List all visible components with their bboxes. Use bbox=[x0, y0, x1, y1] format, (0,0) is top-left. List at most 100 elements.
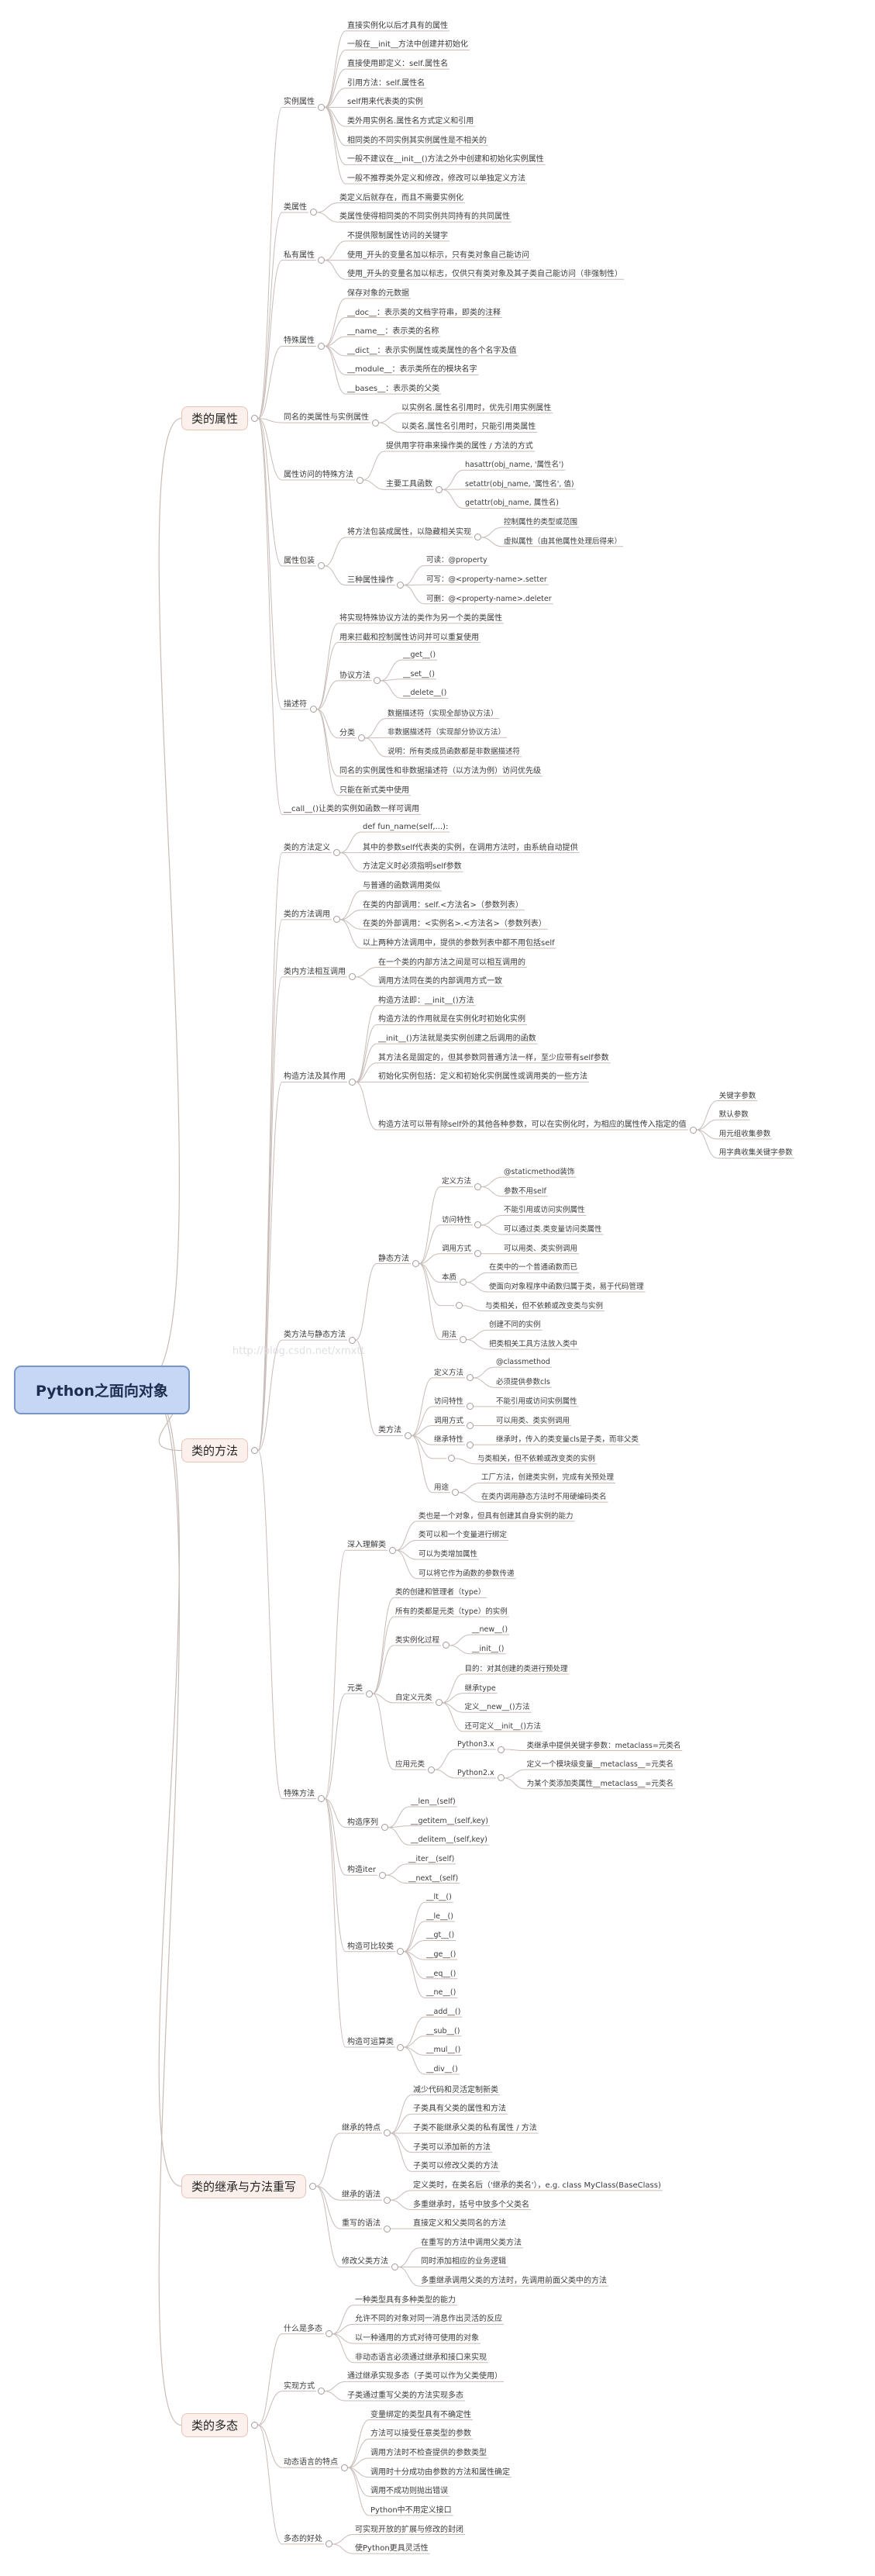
collapse-toggle-icon[interactable] bbox=[397, 582, 405, 589]
collapse-toggle-icon[interactable] bbox=[497, 1774, 505, 1782]
topic-node: 描述符 bbox=[284, 699, 308, 709]
collapse-toggle-icon[interactable] bbox=[318, 1795, 326, 1803]
topic-node: 多态的好处 bbox=[284, 2534, 323, 2543]
topic-node: 关键字参数 bbox=[718, 1091, 756, 1100]
collapse-toggle-icon[interactable] bbox=[405, 1431, 412, 1439]
collapse-toggle-icon[interactable] bbox=[467, 1374, 474, 1382]
collapse-toggle-icon[interactable] bbox=[384, 2225, 391, 2232]
topic-node: 目的：对其创建的类进行预处理 bbox=[464, 1664, 568, 1673]
topic-node: 应用元类 bbox=[395, 1760, 425, 1770]
branch-node: 类的属性 bbox=[181, 406, 249, 431]
collapse-toggle-icon[interactable] bbox=[474, 534, 482, 541]
topic-node: 为某个类添加类属性__metaclass__=元类名 bbox=[526, 1779, 673, 1788]
collapse-toggle-icon[interactable] bbox=[357, 476, 364, 484]
topic-node: 在类内调用静态方法时不用硬编码类名 bbox=[481, 1493, 607, 1502]
collapse-toggle-icon[interactable] bbox=[318, 2388, 326, 2395]
topic-node: 调用方法同在类的内部调用方式一致 bbox=[378, 977, 503, 986]
topic-node: 什么是多态 bbox=[284, 2324, 323, 2333]
topic-node: 继承的特点 bbox=[342, 2123, 381, 2132]
collapse-toggle-icon[interactable] bbox=[397, 1948, 405, 1956]
collapse-toggle-icon[interactable] bbox=[326, 2540, 333, 2548]
topic-node: 以上两种方法调用中，提供的参数列表中都不用包括self bbox=[363, 938, 555, 948]
collapse-toggle-icon[interactable] bbox=[349, 1336, 357, 1344]
collapse-toggle-icon[interactable] bbox=[366, 1690, 374, 1697]
collapse-toggle-icon[interactable] bbox=[436, 485, 443, 493]
topic-node: 必须提供参数cls bbox=[496, 1378, 550, 1387]
topic-node: 用法 bbox=[442, 1330, 457, 1339]
collapse-toggle-icon[interactable] bbox=[384, 2129, 391, 2137]
collapse-toggle-icon[interactable] bbox=[460, 1279, 467, 1286]
topic-node: 方法定义时必须指明self参数 bbox=[363, 862, 462, 872]
topic-node: 以类名.属性名引用时，只能引用类属性 bbox=[401, 423, 536, 432]
topic-node: 类方法与静态方法 bbox=[284, 1331, 346, 1340]
topic-node: 初始化实例包括：定义和初始化实例属性或调用类的一些方法 bbox=[378, 1072, 588, 1082]
topic-node: 构造方法及其作用 bbox=[284, 1072, 346, 1082]
topic-node: 使用_开头的变量名加以标示，只有类对象自己能访问 bbox=[347, 250, 530, 260]
collapse-toggle-icon[interactable] bbox=[689, 1126, 697, 1134]
collapse-toggle-icon[interactable] bbox=[467, 1422, 474, 1430]
collapse-toggle-icon[interactable] bbox=[474, 1250, 482, 1258]
collapse-toggle-icon[interactable] bbox=[310, 706, 318, 713]
collapse-toggle-icon[interactable] bbox=[251, 2421, 259, 2429]
topic-node: 工厂方法，创建类实例，完成有关预处理 bbox=[481, 1473, 615, 1483]
collapse-toggle-icon[interactable] bbox=[318, 257, 326, 264]
collapse-toggle-icon[interactable] bbox=[384, 2196, 391, 2204]
topic-node: 特殊方法 bbox=[284, 1789, 315, 1798]
topic-node: 类方法 bbox=[378, 1426, 402, 1435]
topic-node: 类属性 bbox=[284, 202, 308, 212]
topic-node: @staticmethod装饰 bbox=[504, 1168, 575, 1177]
collapse-toggle-icon[interactable] bbox=[326, 2330, 333, 2338]
topic-node: 访问特性 bbox=[442, 1215, 472, 1224]
topic-node: 可以为类增加属性 bbox=[419, 1550, 478, 1559]
collapse-toggle-icon[interactable] bbox=[381, 1824, 389, 1832]
collapse-toggle-icon[interactable] bbox=[412, 1260, 420, 1268]
collapse-toggle-icon[interactable] bbox=[374, 677, 381, 685]
collapse-toggle-icon[interactable] bbox=[397, 2043, 405, 2051]
collapse-toggle-icon[interactable] bbox=[391, 2263, 399, 2270]
topic-node: 方法可以接受任意类型的参数 bbox=[370, 2429, 472, 2439]
collapse-toggle-icon[interactable] bbox=[467, 1441, 474, 1449]
collapse-toggle-icon[interactable] bbox=[318, 103, 326, 111]
collapse-toggle-icon[interactable] bbox=[460, 1336, 467, 1344]
collapse-toggle-icon[interactable] bbox=[318, 342, 326, 350]
collapse-toggle-icon[interactable] bbox=[333, 916, 341, 924]
watermark: http://blog.csdn.net/xmxtt bbox=[233, 1345, 365, 1357]
topic-node: 构造iter bbox=[347, 1866, 376, 1875]
collapse-toggle-icon[interactable] bbox=[372, 419, 380, 426]
topic-node: 类实例化过程 bbox=[395, 1635, 440, 1645]
collapse-toggle-icon[interactable] bbox=[497, 1746, 505, 1753]
collapse-toggle-icon[interactable] bbox=[467, 1403, 474, 1411]
collapse-toggle-icon[interactable] bbox=[435, 1699, 443, 1707]
topic-node: 在重写的方法中调用父类方法 bbox=[421, 2238, 522, 2247]
collapse-toggle-icon[interactable] bbox=[378, 1871, 386, 1879]
collapse-toggle-icon[interactable] bbox=[443, 1642, 450, 1649]
topic-node: 类继承中提供关键字参数：metaclass=元类名 bbox=[526, 1741, 681, 1750]
collapse-toggle-icon[interactable] bbox=[452, 1489, 460, 1497]
collapse-toggle-icon[interactable] bbox=[309, 2182, 317, 2190]
collapse-toggle-icon[interactable] bbox=[349, 1078, 357, 1086]
topic-node: 虚拟属性（由其他属性处理后得来） bbox=[504, 537, 622, 546]
collapse-toggle-icon[interactable] bbox=[341, 2464, 349, 2471]
collapse-toggle-icon[interactable] bbox=[251, 1446, 259, 1454]
topic-node: 不能引用或访问实例属性 bbox=[504, 1206, 585, 1215]
collapse-toggle-icon[interactable] bbox=[310, 209, 318, 216]
collapse-toggle-icon[interactable] bbox=[389, 1546, 397, 1554]
root-topic: Python之面向对象 bbox=[14, 1366, 190, 1414]
topic-node: self用来代表类的实例 bbox=[347, 98, 423, 107]
topic-node: 多重继承时，括号中放多个父类名 bbox=[413, 2200, 530, 2209]
collapse-toggle-icon[interactable] bbox=[318, 562, 326, 570]
topic-node: 把类相关工具方法放入类中 bbox=[489, 1339, 578, 1348]
branch-node: 类的方法 bbox=[181, 1438, 249, 1462]
collapse-toggle-icon[interactable] bbox=[474, 1221, 482, 1229]
topic-node: __sub__() bbox=[426, 2026, 460, 2036]
collapse-toggle-icon[interactable] bbox=[333, 849, 341, 857]
collapse-toggle-icon[interactable] bbox=[428, 1766, 436, 1773]
collapse-toggle-icon[interactable] bbox=[349, 973, 357, 981]
collapse-toggle-icon[interactable] bbox=[448, 1455, 456, 1462]
collapse-toggle-icon[interactable] bbox=[474, 1183, 482, 1190]
collapse-toggle-icon[interactable] bbox=[251, 415, 259, 423]
collapse-toggle-icon[interactable] bbox=[456, 1302, 463, 1310]
collapse-toggle-icon[interactable] bbox=[358, 734, 366, 742]
